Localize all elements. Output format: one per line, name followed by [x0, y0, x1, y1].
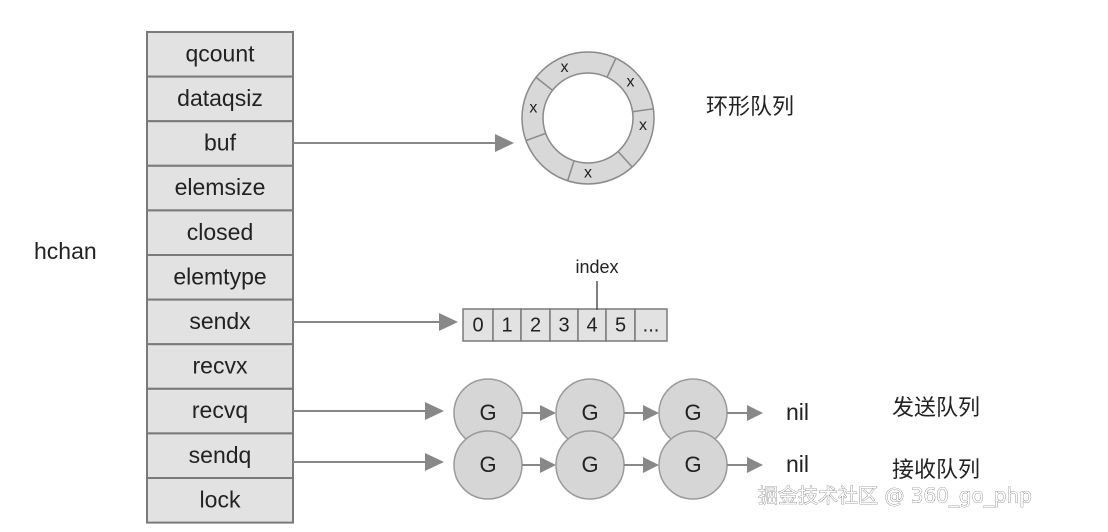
ring-body: [522, 52, 654, 184]
goroutine-label: G: [684, 400, 701, 425]
ring-buffer: x x x x x: [521, 51, 655, 185]
ring-slot-mark: x: [627, 74, 635, 91]
array-cell: [549, 308, 579, 342]
field-label-closed: closed: [187, 219, 253, 245]
queue-link-arrowhead: [747, 457, 763, 473]
field-label-sendx: sendx: [189, 308, 251, 334]
buf-arrow: [293, 134, 514, 152]
field-qcount: [146, 31, 294, 78]
goroutine-label: G: [479, 452, 496, 477]
array-cell-label: 4: [586, 314, 597, 336]
queue-link-arrowhead: [540, 405, 556, 421]
watermark: 掘金技术社区 @ 360_go_php: [758, 484, 1032, 508]
goroutine-label: G: [684, 452, 701, 477]
field-label-qcount: qcount: [185, 40, 255, 66]
hchan-label: hchan: [34, 238, 97, 264]
array-cell: [462, 308, 494, 342]
field-label-elemtype: elemtype: [173, 263, 266, 289]
recvq-entry-arrowhead: [425, 402, 444, 420]
recvq-queue-label: 发送队列: [892, 396, 980, 421]
array-cell: [492, 308, 522, 342]
field-label-sendq: sendq: [189, 442, 252, 468]
ring-divider: [617, 150, 633, 168]
field-elemtype: [146, 254, 294, 301]
index-label: index: [575, 257, 618, 277]
field-dataqsiz: [146, 75, 294, 123]
field-elemsize: [146, 164, 294, 212]
queue-link-arrowhead: [540, 457, 556, 473]
field-label-elemsize: elemsize: [175, 174, 266, 200]
goroutine-label: G: [581, 452, 598, 477]
field-label-dataqsiz: dataqsiz: [177, 85, 263, 111]
sendq-entry-arrowhead: [425, 453, 444, 471]
array-cell-label: 5: [615, 314, 626, 336]
goroutine-label: G: [479, 400, 496, 425]
ring-slot-mark: x: [639, 117, 647, 134]
array-cell-label: 1: [501, 314, 512, 336]
ring-divider: [632, 108, 654, 113]
ring-divider: [535, 76, 554, 91]
ring-divider: [566, 160, 575, 182]
queue-link-arrowhead: [747, 405, 763, 421]
ring-buffer-label: 环形队列: [706, 95, 794, 120]
field-label-recvx: recvx: [193, 353, 248, 379]
field-label-lock: lock: [200, 486, 241, 512]
field-recvx: [146, 343, 294, 390]
array-cell-label: 2: [530, 314, 541, 336]
field-label-recvq: recvq: [192, 397, 248, 423]
sendx-arrow: [293, 313, 458, 331]
field-sendq: [146, 432, 294, 479]
array-cell: [634, 308, 668, 342]
ring-divider: [525, 132, 546, 142]
field-lock: [146, 477, 294, 524]
ring-slot-mark: x: [529, 100, 537, 117]
array-cell-label: 0: [472, 314, 483, 336]
hchan-fields: qcount dataqsiz buf elemsize closed elemtype s…: [146, 31, 294, 524]
array-cell: [520, 308, 551, 342]
ring-slot-mark: x: [561, 59, 569, 76]
ring-outer-edge: [521, 51, 655, 185]
queue-link-arrowhead: [643, 457, 659, 473]
field-label-buf: buf: [204, 130, 237, 156]
ring-divider: [606, 57, 617, 78]
ring-inner-edge: [542, 72, 634, 164]
sendq-queue-label: 接收队列: [892, 458, 980, 483]
goroutine-label: G: [581, 400, 598, 425]
recvq-nil-label: nil: [786, 399, 809, 425]
ring-slot-mark: x: [584, 165, 592, 182]
array-cell-label: 3: [558, 314, 569, 336]
sendq-nil-label: nil: [786, 451, 809, 477]
queue-link-arrowhead: [643, 405, 659, 421]
array-cell-label: ...: [643, 314, 660, 336]
